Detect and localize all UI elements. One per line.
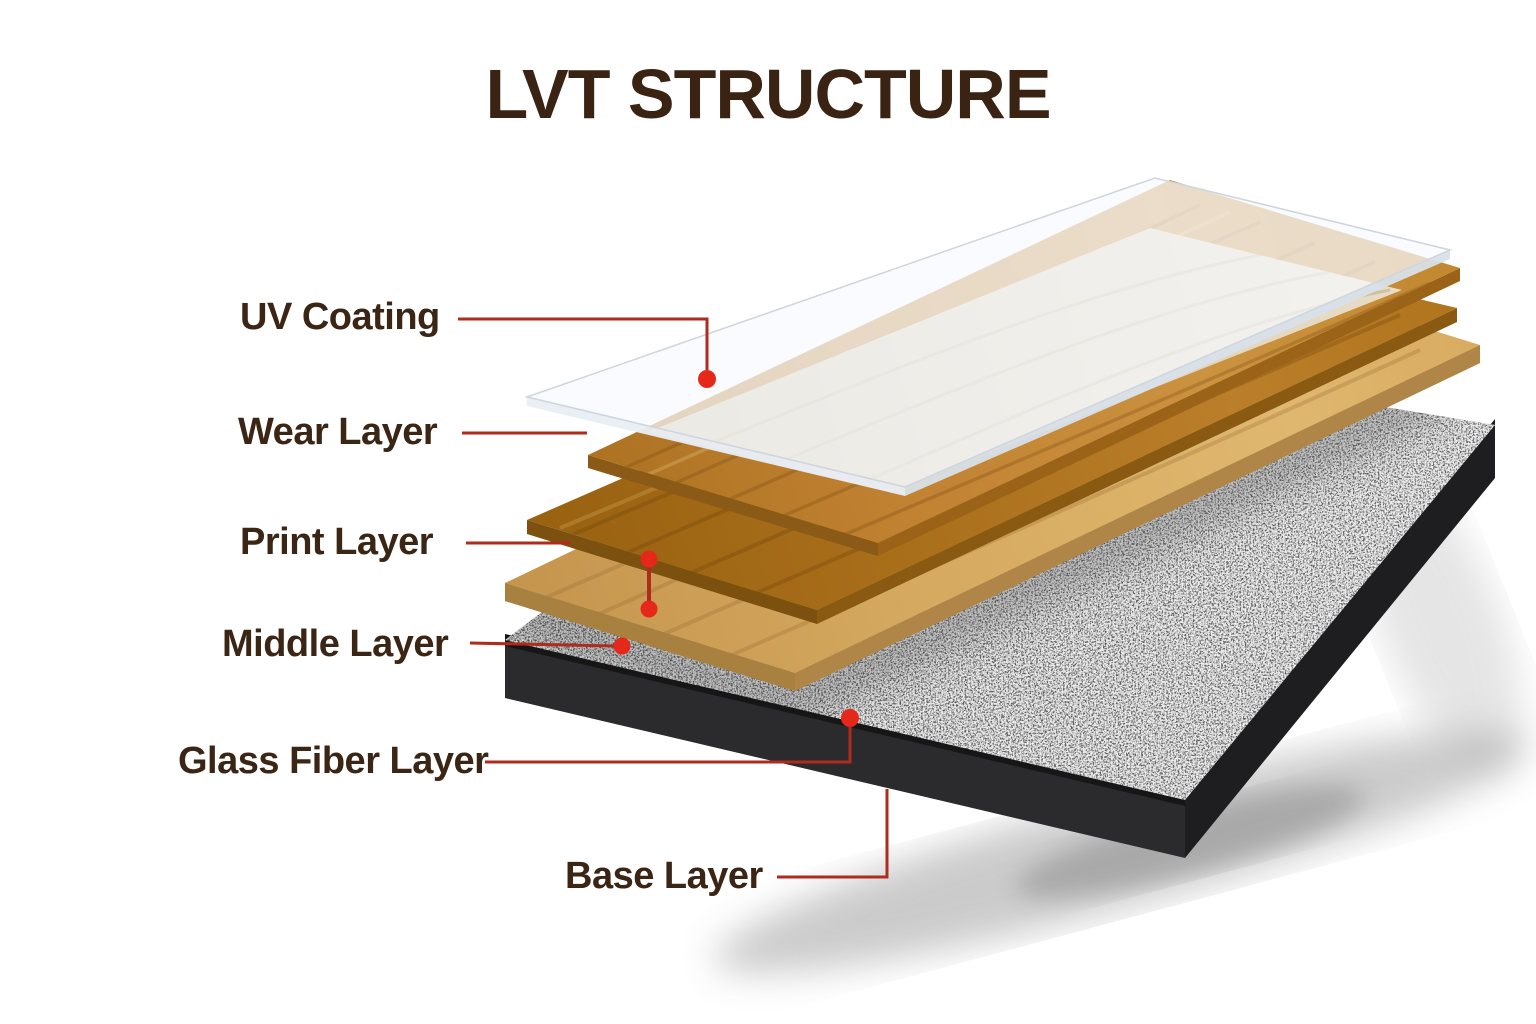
dot-print-bottom [640,600,658,618]
dot-uv-coating [698,370,716,388]
leader-glass-fiber [485,727,852,764]
layer-uv-graphic [524,177,1453,496]
label-print-layer: Print Layer [240,521,434,563]
leader-dots [613,370,859,727]
label-wear-layer: Wear Layer [238,411,438,453]
label-base-layer: Base Layer [565,855,763,897]
leader-uv-coating [458,317,709,370]
label-uv-coating: UV Coating [240,296,440,338]
dot-print-top [640,550,658,568]
dot-glass-fiber [841,709,859,727]
leader-middle-layer [469,641,615,648]
page-title: LVT STRUCTURE [485,55,1051,133]
leader-base-layer [777,789,889,879]
label-middle-layer: Middle Layer [222,623,449,665]
dot-middle-layer [613,637,631,655]
label-glass-fiber-layer: Glass Fiber Layer [178,740,489,782]
